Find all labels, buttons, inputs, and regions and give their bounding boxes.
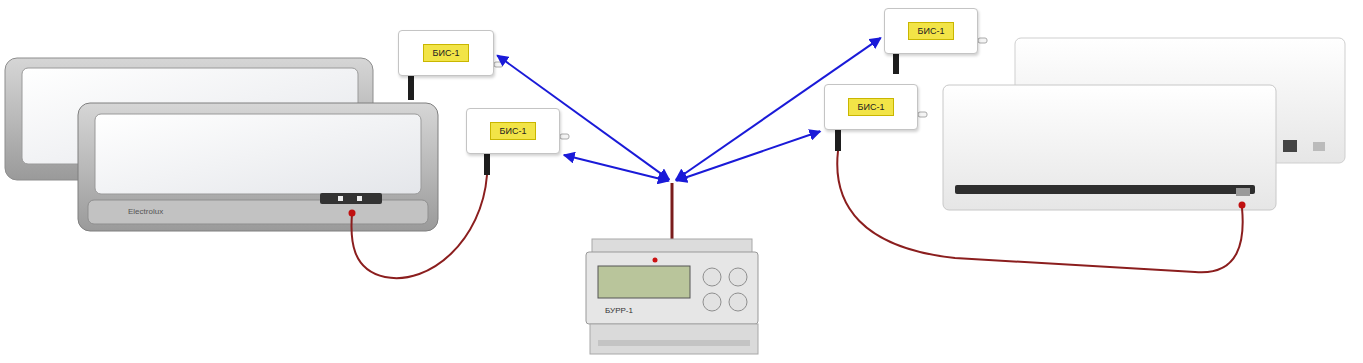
brand-name: Electrolux (128, 207, 163, 216)
wire-end (349, 210, 356, 217)
radio-module: БИС-1 (824, 84, 918, 130)
module-label: БИС-1 (490, 122, 537, 140)
controller-display (598, 266, 690, 298)
terminal-strip (590, 324, 758, 354)
signal-wire (837, 151, 1242, 272)
module-cable (978, 38, 987, 43)
module-cable (918, 112, 927, 117)
ac-vent (955, 185, 1255, 194)
radio-link-arrow (676, 131, 820, 180)
radio-module: БИС-1 (466, 108, 560, 154)
wire-end (1239, 202, 1246, 209)
terminal-strip (592, 239, 752, 253)
air-conditioner (943, 85, 1276, 210)
ac-control-panel (320, 193, 382, 204)
ac-indicator (1283, 140, 1297, 152)
module-plug (484, 154, 490, 175)
radio-link-arrow (564, 155, 669, 181)
air-conditioner (78, 103, 438, 231)
text-holder: БУРР-1 (605, 299, 633, 317)
module-label: БИС-1 (423, 44, 470, 62)
controller-body (586, 252, 758, 324)
module-plug (893, 54, 899, 74)
module-plug (835, 130, 841, 151)
radio-link-arrow (676, 38, 881, 180)
radio-module: БИС-1 (398, 30, 494, 76)
module-label: БИС-1 (848, 98, 895, 116)
device-name: БУРР-1 (605, 306, 633, 315)
module-label: БИС-1 (908, 22, 955, 40)
status-led (653, 258, 658, 263)
controller-button (729, 293, 747, 311)
radio-link-arrow (497, 55, 669, 179)
module-cable (494, 62, 503, 67)
controller-button (729, 268, 747, 286)
controller-unit: БУРР-1 (585, 182, 760, 355)
ac-indicator (338, 196, 343, 201)
din-rail-slot (598, 340, 750, 346)
controller-button (703, 293, 721, 311)
ac-panel (95, 114, 421, 194)
module-plug (408, 76, 414, 100)
controller-button (703, 268, 721, 286)
ac-display (1236, 188, 1250, 196)
ac-indicator (1313, 142, 1325, 151)
radio-module: БИС-1 (884, 8, 978, 54)
antenna (671, 183, 674, 241)
signal-wire (351, 175, 487, 278)
ac-indicator (357, 196, 362, 201)
module-cable (560, 134, 569, 139)
